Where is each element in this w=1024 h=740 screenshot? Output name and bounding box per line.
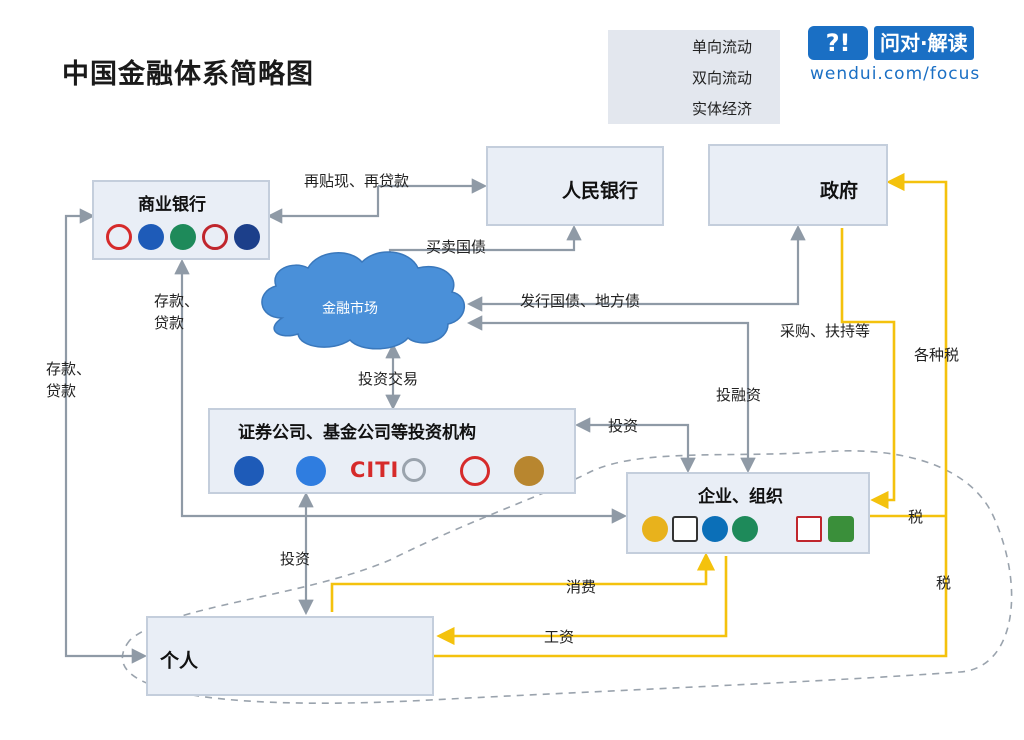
flow-tax-1: 税 — [908, 508, 924, 526]
legend: 单向流动 双向流动 实体经济 — [608, 30, 780, 124]
arrow-rediscount — [266, 186, 380, 224]
flow-wages: 工资 — [544, 628, 575, 646]
flow-deposit-loan-2: 贷款 — [154, 314, 185, 332]
flow-rediscount: 再贴现、再贷款 — [304, 172, 410, 190]
financial-market-label: 金融市场 — [322, 301, 378, 317]
node-individual: 个人 — [146, 616, 434, 696]
bocom-logo-icon — [234, 224, 260, 250]
cnpc-logo-icon — [642, 516, 668, 542]
enterprise-label: 企业、组织 — [698, 487, 783, 507]
flow-invest-2: 投资 — [280, 550, 311, 568]
boc-logo-icon — [202, 224, 228, 250]
flow-procurement: 采购、扶持等 — [780, 322, 871, 340]
securities-logo-6-icon — [514, 456, 544, 486]
brand-url: wendui.com/focus — [810, 64, 981, 84]
flow-invest-finance: 投融资 — [716, 386, 762, 404]
arrow-bank-individual — [64, 208, 148, 664]
securities-label: 证券公司、基金公司等投资机构 — [238, 423, 476, 443]
flow-invest-1: 投资 — [608, 417, 639, 435]
flow-deposit-loan-3: 存款、 — [46, 360, 92, 378]
china-mobile-logo-icon — [702, 516, 728, 542]
securities-logo-1-icon — [234, 456, 264, 486]
flow-issue-bonds: 发行国债、地方债 — [520, 292, 641, 310]
qa-icon: ?! — [808, 26, 868, 60]
ccb-logo-icon — [138, 224, 164, 250]
flow-taxes: 各种税 — [914, 346, 960, 364]
flow-tax-2: 税 — [936, 574, 952, 592]
two-way-flows — [64, 178, 806, 664]
qa-small-logo-icon — [828, 516, 854, 542]
brand-name: 问对·解读 — [874, 26, 974, 60]
abc-logo-icon — [170, 224, 196, 250]
flow-consumption: 消费 — [566, 578, 597, 596]
flow-deposit-loan-1: 存款、 — [154, 292, 200, 310]
legend-two-way: 双向流动 — [692, 69, 753, 87]
sinopec-logo-icon — [672, 516, 698, 542]
real-economy-region — [121, 450, 1013, 704]
pboc-label: 人民银行 — [562, 180, 639, 202]
icbc-logo-icon — [106, 224, 132, 250]
stamp-logo-icon — [796, 516, 822, 542]
government-label: 政府 — [820, 180, 859, 202]
brand-logo[interactable]: ?! 问对·解读 wendui.com/focus — [808, 26, 1000, 86]
legend-real-economy: 实体经济 — [692, 100, 753, 118]
node-commercial-bank: 商业银行 — [92, 180, 270, 260]
arrow-bank-enterprise — [174, 258, 628, 524]
node-enterprise: 企业、组织 — [626, 472, 870, 554]
arrow-wages — [436, 556, 728, 646]
flow-bond-trading: 买卖国债 — [426, 238, 487, 256]
node-government: 政府 — [708, 144, 888, 226]
securities-logo-5-icon — [460, 456, 490, 486]
page-title: 中国金融体系简略图 — [62, 59, 314, 90]
citi-logo-text: CITI — [350, 458, 400, 482]
securities-logo-4-icon — [402, 458, 426, 482]
state-grid-logo-icon — [732, 516, 758, 542]
arrow-procurement — [840, 228, 896, 510]
securities-logo-2-icon — [296, 456, 326, 486]
flow-deposit-loan-4: 贷款 — [46, 382, 77, 400]
flow-invest-trade: 投资交易 — [358, 370, 419, 388]
one-way-flows — [330, 172, 948, 658]
individual-label: 个人 — [160, 650, 199, 672]
node-pboc: 人民银行 — [486, 146, 664, 226]
arrow-consumption — [330, 552, 716, 612]
commercial-bank-label: 商业银行 — [138, 195, 206, 215]
arrow-taxes — [434, 172, 948, 658]
legend-one-way: 单向流动 — [692, 38, 753, 56]
node-securities: 证券公司、基金公司等投资机构 CITI — [208, 408, 576, 494]
cloud-shape — [261, 251, 465, 350]
